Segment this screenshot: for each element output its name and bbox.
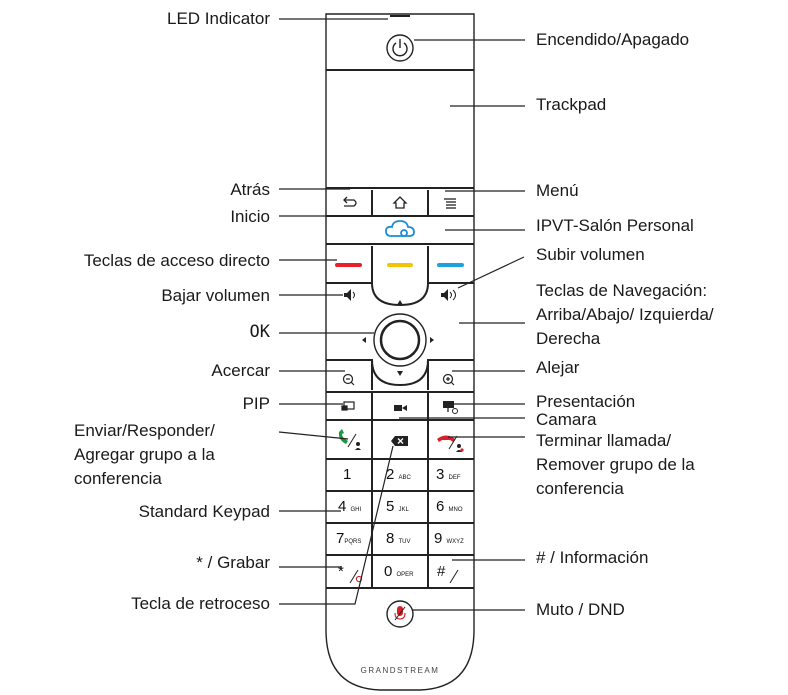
ok-button-ring <box>373 313 427 367</box>
label-shortcut-keys: Teclas de acceso directo <box>83 251 270 270</box>
key-4[interactable]: 4 GHI <box>338 499 361 518</box>
label-hash-info: # / Información <box>536 548 649 567</box>
key-digit: 3 <box>436 466 445 483</box>
label-navigation-line: Teclas de Navegación: <box>536 281 708 300</box>
remote-body <box>325 13 475 691</box>
key-3[interactable]: 3 DEF <box>436 467 461 486</box>
ok-button <box>379 319 421 361</box>
key-digit: # <box>437 563 446 580</box>
label-menu: Menú <box>536 181 579 200</box>
key-letters: WXYZ <box>446 539 464 545</box>
key-hash[interactable]: # <box>437 564 445 580</box>
label-volume-up: Subir volumen <box>536 245 645 264</box>
label-navigation-line: Derecha <box>536 329 601 348</box>
mute-icon <box>394 606 406 621</box>
power-icon <box>392 39 408 57</box>
label-send-answer: Enviar/Responder/ Agregar grupo a la con… <box>74 419 274 491</box>
label-mute-dnd: Muto / DND <box>536 600 625 619</box>
arrow-down-icon <box>397 371 403 376</box>
zoom-in-icon <box>442 373 455 386</box>
answer-call-icon <box>338 429 361 450</box>
label-back: Atrás <box>230 180 270 199</box>
label-star-record: * / Grabar <box>196 553 270 572</box>
label-zoom-out: Alejar <box>536 358 580 377</box>
key-letters: MNO <box>448 507 463 513</box>
key-digit: 4 <box>338 498 347 515</box>
backspace-icon <box>391 436 408 446</box>
key-7[interactable]: 7PQRS <box>336 531 361 550</box>
label-ok: OK <box>249 322 270 342</box>
callout-lines <box>278 18 525 611</box>
key-8[interactable]: 8 TUV <box>386 531 411 550</box>
mute-button <box>386 600 414 628</box>
volume-up-icon <box>441 289 456 301</box>
label-end-call-line: Terminar llamada/ <box>536 431 672 450</box>
key-letters: OPER <box>396 572 414 578</box>
label-ipvt: IPVT-Salón Personal <box>536 216 694 235</box>
label-send-answer-line: Enviar/Responder/ <box>74 421 215 440</box>
key-5[interactable]: 5 JKL <box>386 499 409 518</box>
home-icon <box>392 196 408 209</box>
label-trackpad: Trackpad <box>536 95 607 114</box>
key-digit: 9 <box>434 530 443 547</box>
label-send-answer-line: conferencia <box>74 469 162 488</box>
key-digit: 0 <box>384 563 393 580</box>
volume-down-icon <box>344 289 355 301</box>
camera-icon <box>394 405 407 411</box>
key-star[interactable]: * <box>338 564 344 580</box>
label-send-answer-line: Agregar grupo a la <box>74 445 215 464</box>
leader-send <box>278 431 349 440</box>
nav-arrows <box>362 300 434 376</box>
pip-icon <box>341 401 355 411</box>
label-navigation-keys: Teclas de Navegación: Arriba/Abajo/ Izqu… <box>536 279 786 351</box>
label-end-call-line: Remover grupo de la <box>536 455 695 474</box>
label-home: Inicio <box>230 207 270 226</box>
back-icon <box>343 196 357 207</box>
key-letters: JKL <box>398 507 409 513</box>
label-pip: PIP <box>242 394 270 413</box>
label-led-indicator: LED Indicator <box>167 9 270 28</box>
key-letters: ABC <box>398 475 411 481</box>
label-end-call-line: conferencia <box>536 479 624 498</box>
key-0[interactable]: 0 OPER <box>384 564 414 583</box>
key-9[interactable]: 9 WXYZ <box>434 531 464 550</box>
label-backspace: Tecla de retroceso <box>131 594 270 613</box>
key-letters: PQRS <box>344 539 362 545</box>
brand-logo: GRANDSTREAM <box>360 666 440 675</box>
zoom-out-icon <box>342 373 355 386</box>
label-zoom-in: Acercar <box>211 361 270 380</box>
key-digit: 7 <box>336 530 345 547</box>
label-power: Encendido/Apagado <box>536 30 690 49</box>
menu-icon <box>444 198 456 209</box>
key-digit: 1 <box>343 466 352 483</box>
key-digit: 5 <box>386 498 395 515</box>
leader-backspace <box>279 445 394 605</box>
label-standard-keypad: Standard Keypad <box>138 502 270 521</box>
key-letters: TUV <box>398 539 411 545</box>
key-digit: 2 <box>386 466 395 483</box>
cloud-icon <box>385 220 415 237</box>
key-6[interactable]: 6 MNO <box>436 499 463 518</box>
key-2[interactable]: 2 ABC <box>386 467 411 486</box>
label-volume-down: Bajar volumen <box>161 286 270 305</box>
key-digit: * <box>338 563 344 580</box>
key-digit: 6 <box>436 498 445 515</box>
key-letters: DEF <box>448 475 461 481</box>
arrow-up-icon <box>397 300 403 305</box>
end-call-icon <box>437 435 464 452</box>
label-camera: Camara <box>536 410 597 429</box>
label-end-call: Terminar llamada/ Remover grupo de la co… <box>536 429 786 501</box>
power-button <box>386 34 414 62</box>
key-1[interactable]: 1 <box>343 467 351 483</box>
key-digit: 8 <box>386 530 395 547</box>
leader-volume-up <box>457 256 525 289</box>
label-navigation-line: Arriba/Abajo/ Izquierda/ <box>536 305 714 324</box>
arrow-left-icon <box>362 337 366 343</box>
label-presentation: Presentación <box>536 392 636 411</box>
presentation-icon <box>443 401 458 414</box>
arrow-right-icon <box>430 337 434 343</box>
key-letters: GHI <box>350 507 362 513</box>
